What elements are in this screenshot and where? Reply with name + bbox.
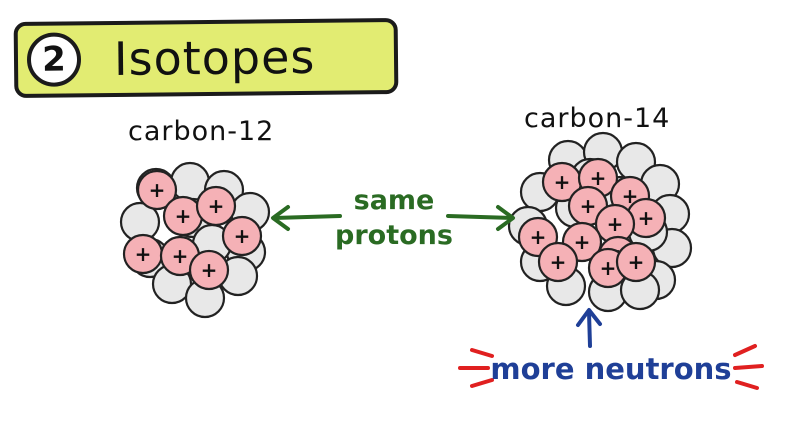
proton: + (188, 249, 230, 291)
same-protons-line-2: protons (335, 220, 453, 251)
proton: + (136, 169, 178, 211)
carbon-14-nucleus: ++++++++++++ (507, 131, 693, 313)
proton-plus-sign: + (574, 230, 591, 254)
proton: + (541, 161, 583, 203)
proton-plus-sign: + (135, 242, 152, 266)
proton-plus-sign: + (554, 170, 571, 194)
proton-plus-sign: + (600, 256, 617, 280)
arrow-up-icon (576, 308, 602, 348)
proton: + (195, 185, 237, 227)
proton-plus-sign: + (530, 225, 547, 249)
carbon-12-nucleus: + + + + + + + (119, 161, 271, 319)
same-protons-text: same protons (324, 183, 464, 253)
proton-plus-sign: + (607, 212, 624, 236)
carbon-14-label: carbon-14 (524, 103, 671, 134)
arrow-left-icon (271, 205, 342, 231)
same-protons-line-1: same (353, 185, 435, 216)
proton-plus-sign: + (580, 194, 597, 218)
arrow-right-icon (446, 205, 515, 231)
proton-plus-sign: + (628, 250, 645, 274)
proton: + (221, 215, 263, 257)
proton: + (615, 241, 657, 283)
proton-plus-sign: + (149, 178, 166, 202)
proton: + (122, 233, 164, 275)
proton: + (162, 195, 204, 237)
proton-plus-sign: + (550, 250, 567, 274)
more-neutrons-text: more neutrons (490, 352, 732, 386)
proton-plus-sign: + (234, 224, 251, 248)
proton-plus-sign: + (638, 206, 655, 230)
same-protons-arrow (271, 205, 515, 231)
carbon-12-label: carbon-12 (128, 116, 275, 147)
proton-plus-sign: + (201, 258, 218, 282)
proton: + (537, 241, 579, 283)
emphasis-marks-icon (458, 344, 764, 390)
proton-plus-sign: + (172, 244, 189, 268)
proton: + (594, 203, 636, 245)
proton-plus-sign: + (208, 194, 225, 218)
proton-plus-sign: + (175, 204, 192, 228)
proton-plus-sign: + (590, 166, 607, 190)
